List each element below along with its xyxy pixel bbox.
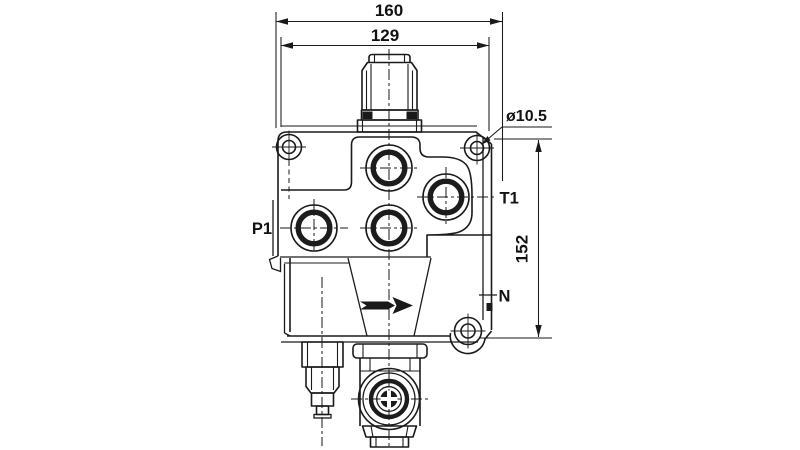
dimension-hole-diameter: ø10.5 xyxy=(481,108,552,145)
port-p1 xyxy=(290,204,338,252)
port-top xyxy=(365,144,413,192)
port-p1-label: P1 xyxy=(252,220,272,238)
port-t1 xyxy=(422,173,470,221)
adjustment-knob xyxy=(356,53,423,133)
centerlines xyxy=(280,49,497,448)
port-n-label: N xyxy=(499,288,511,306)
port-bottom xyxy=(365,204,413,252)
relief-valve-stack xyxy=(301,341,344,419)
dimension-152: 152 xyxy=(479,138,552,339)
mounting-hole-top-left xyxy=(272,130,306,164)
mounting-hole-bottom-right xyxy=(450,313,486,349)
dimension-160: 160 xyxy=(275,1,504,181)
dimension-129: 129 xyxy=(280,26,490,131)
port-t1-label: T1 xyxy=(500,190,519,208)
mounting-hole-top-right xyxy=(460,131,494,165)
dim-160-label: 160 xyxy=(375,1,403,20)
dim-129-label: 129 xyxy=(371,26,399,45)
outlet-assembly xyxy=(352,343,428,448)
dim-152-label: 152 xyxy=(513,235,532,263)
hole-diameter-label: ø10.5 xyxy=(506,108,547,125)
flow-direction-arrow xyxy=(360,297,413,314)
